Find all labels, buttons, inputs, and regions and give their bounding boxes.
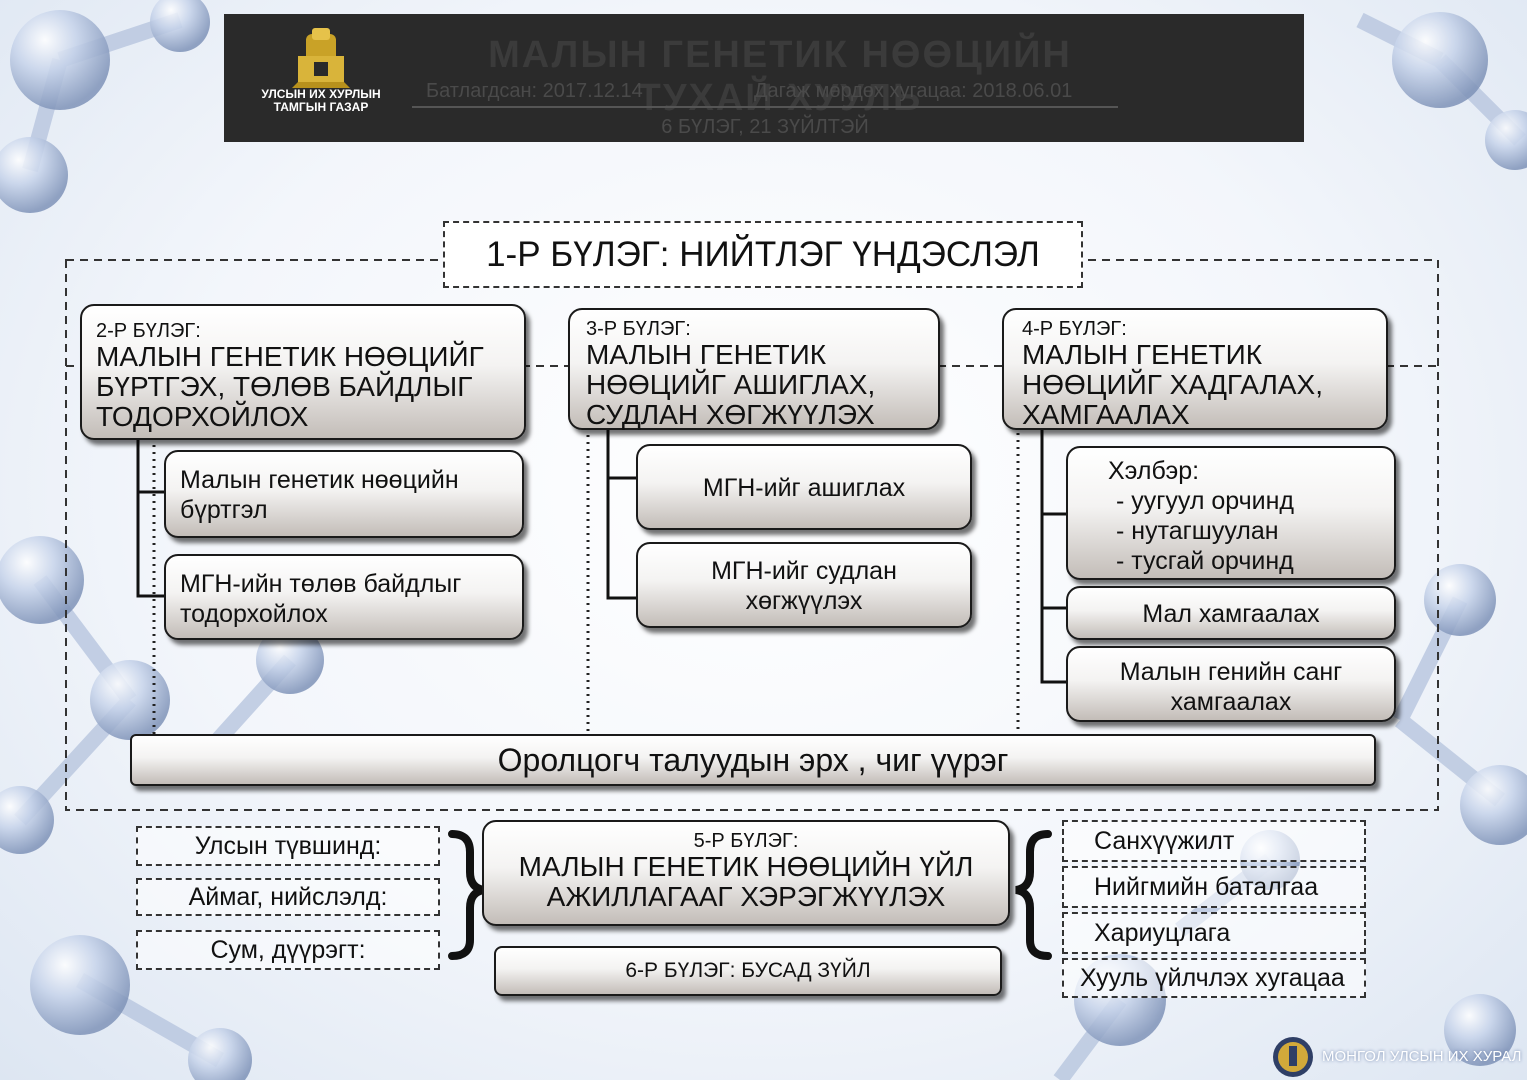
form-native: - уугуул орчинд [1116, 487, 1295, 515]
chapter-3-title-line-1: МАЛЫН ГЕНЕТИК [586, 339, 827, 370]
chapter-5-box: 5-Р БҮЛЭГ: МАЛЫН ГЕНЕТИК НӨӨЦИЙН ҮЙЛ АЖИ… [482, 820, 1010, 926]
chapter-2-item-2-line-2: тодорхойлох [180, 600, 328, 628]
chapter-3-item-use: МГН-ийг ашиглах [636, 444, 972, 530]
chapter-2-item-1-line-1: Малын генетик нөөцийн [180, 466, 459, 494]
chapter-5-title-line-2: АЖИЛЛАГААГ ХЭРЭГЖҮҮЛЭХ [546, 881, 946, 912]
level-3-label: Сум, дүүрэгт: [210, 936, 366, 964]
chapter-2-title-line-2: БҮРТГЭХ, ТӨЛӨВ БАЙДЛЫГ [96, 371, 473, 402]
chapter-4-box: 4-Р БҮЛЭГ: МАЛЫН ГЕНЕТИК НӨӨЦИЙГ ХАДГАЛА… [1002, 308, 1388, 430]
rights-label: Оролцогч талуудын эрх , чиг үүрэг [497, 742, 1009, 778]
other-item-4: Хууль үйлчлэх хугацаа [1080, 964, 1345, 992]
effective-date: Дагаж мөрдөх хугацаа: 2018.06.01 [754, 80, 1073, 102]
footer-emblem-icon [1273, 1037, 1313, 1077]
other-liability: Хариуцлага [1062, 912, 1366, 954]
chapter-4-item-2-line-1: Малын генийн санг [1119, 658, 1343, 686]
emblem-line-2: ТАМГЫН ГАЗАР [273, 100, 369, 114]
chapter-1-label: 1-Р БҮЛЭГ: НИЙТЛЭГ ҮНДЭСЛЭЛ [486, 235, 1040, 274]
other-social-security: Нийгмийн баталгаа [1062, 866, 1366, 908]
level-1-label: Улсын түвшинд: [194, 832, 382, 860]
level-national: Улсын түвшинд: [136, 826, 440, 866]
form-acclimatized: - нутагшуулан [1116, 517, 1279, 545]
chapter-2-item-1-line-2: бүртгэл [180, 496, 268, 524]
chapter-4-title-line-1: МАЛЫН ГЕНЕТИК [1022, 339, 1263, 370]
chapter-3-item-1: МГН-ийг ашиглах [702, 474, 906, 502]
chapter-4-item-2-line-2: хамгаалах [1170, 688, 1292, 716]
other-item-3: Хариуцлага [1094, 919, 1231, 947]
other-financing: Санхүүжилт [1062, 820, 1366, 862]
chapter-3-number: 3-Р БҮЛЭГ: [586, 318, 691, 340]
chapter-3-title-line-3: СУДЛАН ХӨГЖҮҮЛЭХ [586, 399, 875, 430]
chapter-3-title-line-2: НӨӨЦИЙГ АШИГЛАХ, [586, 369, 876, 400]
level-province: Аймаг, нийслэлд: [136, 878, 440, 916]
approved-date: Батлагдсан: 2017.12.14 [426, 80, 643, 102]
chapter-1-box: 1-Р БҮЛЭГ: НИЙТЛЭГ ҮНДЭСЛЭЛ [443, 221, 1083, 288]
chapter-4-number: 4-Р БҮЛЭГ: [1022, 318, 1127, 340]
level-district: Сум, дүүрэгт: [136, 930, 440, 970]
chapter-4-title-line-3: ХАМГААЛАХ [1022, 399, 1190, 430]
chapter-3-box: 3-Р БҮЛЭГ: МАЛЫН ГЕНЕТИК НӨӨЦИЙГ АШИГЛАХ… [568, 308, 940, 430]
chapter-6-box: 6-Р БҮЛЭГ: БУСАД ЗҮЙЛ [494, 946, 1002, 996]
other-effective-period: Хууль үйлчлэх хугацаа [1062, 958, 1366, 998]
chapter-2-title-line-1: МАЛЫН ГЕНЕТИК НӨӨЦИЙГ [96, 341, 484, 372]
chapter-2-number: 2-Р БҮЛЭГ: [96, 320, 201, 342]
chapter-2-item-registration: Малын генетик нөөцийн бүртгэл [164, 450, 524, 538]
form-special: - тусгай орчинд [1116, 547, 1294, 575]
chapter-4-title-line-2: НӨӨЦИЙГ ХАДГАЛАХ, [1022, 369, 1324, 400]
chapter-4-item-protect-livestock: Мал хамгаалах [1066, 586, 1396, 640]
emblem-line-1: УЛСЫН ИХ ХУРЛЫН [261, 87, 381, 101]
rights-bar: Оролцогч талуудын эрх , чиг үүрэг [130, 734, 1376, 786]
chapter-4-item-gene-bank: Малын генийн санг хамгаалах [1066, 646, 1396, 722]
forms-heading: Хэлбэр: [1108, 457, 1200, 485]
chapter-3-item-2-line-1: МГН-ийг судлан [711, 557, 897, 585]
chapter-3-item-2-line-2: хөгжүүлэх [745, 587, 863, 615]
other-item-2: Нийгмийн баталгаа [1094, 873, 1319, 901]
other-item-1: Санхүүжилт [1094, 827, 1235, 855]
chapter-4-forms-box: Хэлбэр: - уугуул орчинд - нутагшуулан - … [1066, 446, 1396, 580]
header-divider [412, 106, 1118, 108]
parliament-emblem-icon [292, 28, 350, 88]
level-2-label: Аймаг, нийслэлд: [188, 883, 388, 911]
emblem-caption: УЛСЫН ИХ ХУРЛЫН ТАМГЫН ГАЗАР [252, 88, 390, 114]
page-title: МАЛЫН ГЕНЕТИК НӨӨЦИЙН ТУХАЙ ХУУЛЬ [488, 34, 1072, 119]
chapter-5-title-line-1: МАЛЫН ГЕНЕТИК НӨӨЦИЙН ҮЙЛ [518, 851, 974, 882]
chapter-3-item-research: МГН-ийг судлан хөгжүүлэх [636, 542, 972, 628]
chapter-5-number: 5-Р БҮЛЭГ: [693, 830, 799, 852]
header-banner [224, 14, 1304, 142]
chapter-2-title-line-3: ТОДОРХОЙЛОХ [96, 401, 309, 432]
chapter-2-item-2-line-1: МГН-ийн төлөв байдлыг [180, 570, 462, 598]
chapter-2-box: 2-Р БҮЛЭГ: МАЛЫН ГЕНЕТИК НӨӨЦИЙГ БҮРТГЭХ… [80, 304, 526, 440]
law-structure: 6 БҮЛЭГ, 21 ЗҮЙЛТЭЙ [661, 116, 869, 138]
chapter-4-item-1: Мал хамгаалах [1142, 600, 1320, 628]
chapter-2-item-status: МГН-ийн төлөв байдлыг тодорхойлох [164, 554, 524, 640]
chapter-6-label: 6-Р БҮЛЭГ: БУСАД ЗҮЙЛ [625, 959, 871, 982]
footer-label: МОНГОЛ УЛСЫН ИХ ХУРАЛ [1322, 1048, 1522, 1065]
